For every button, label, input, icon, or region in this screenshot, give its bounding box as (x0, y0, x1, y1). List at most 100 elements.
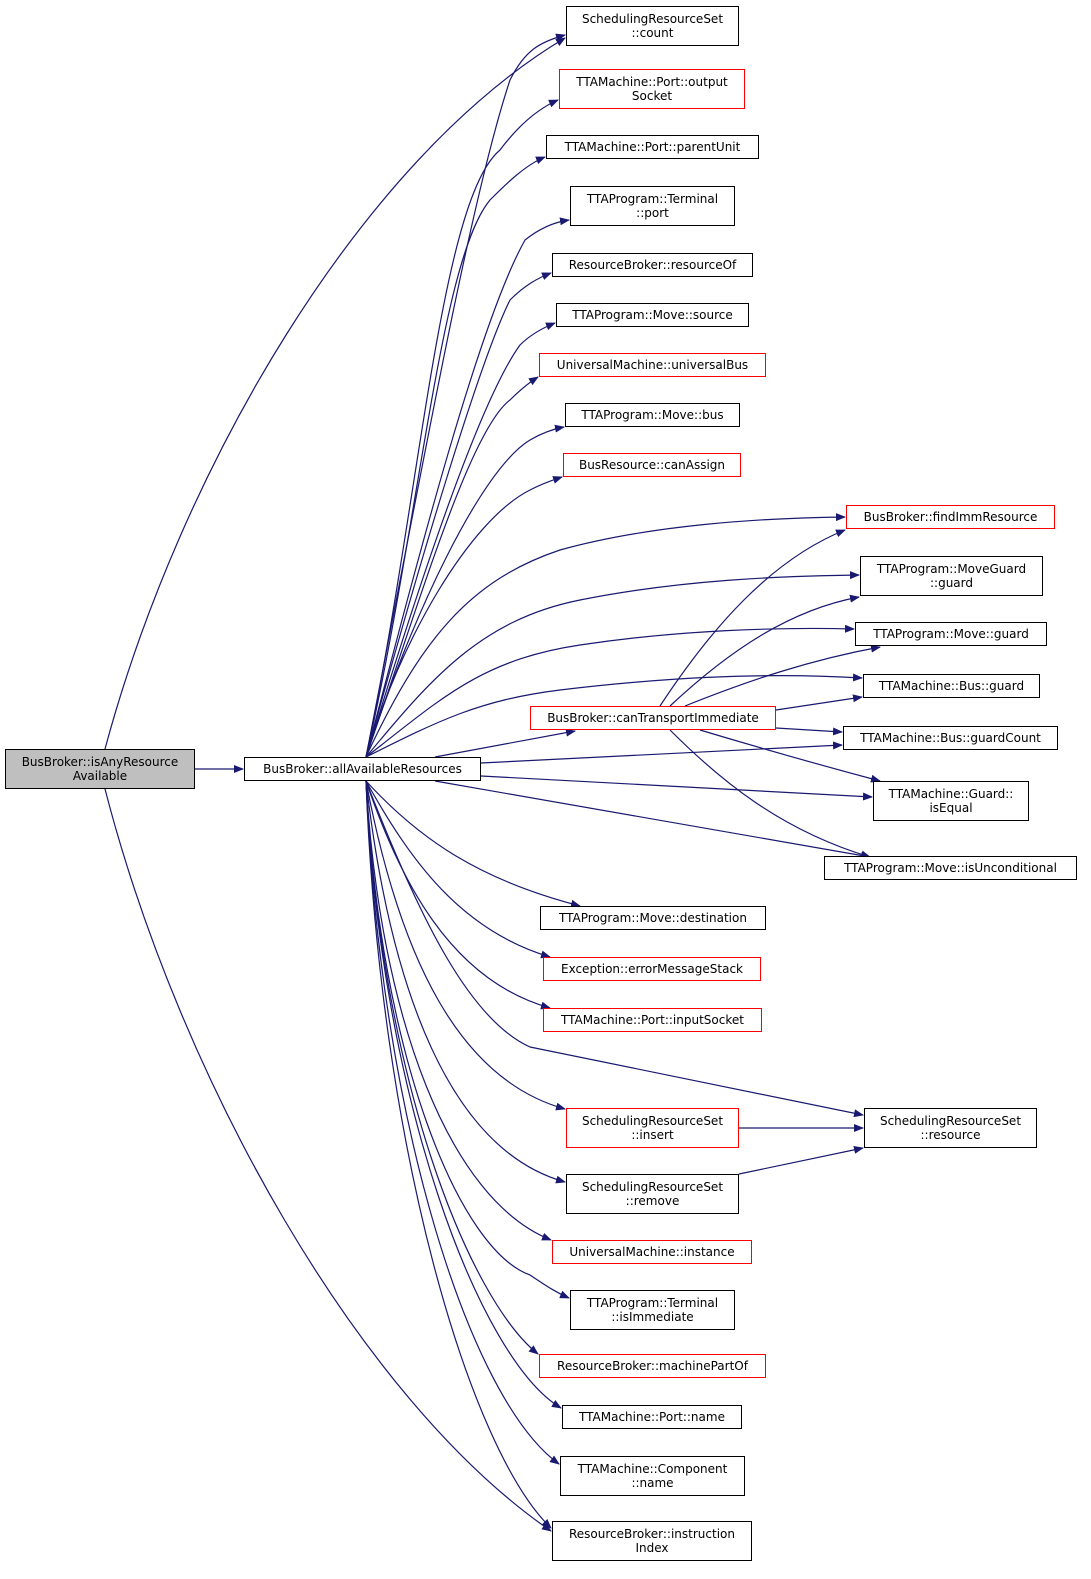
node-bbFindImm[interactable]: BusBroker::findImmResource (846, 505, 1055, 529)
node-srsResource[interactable]: SchedulingResourceSet ::resource (864, 1108, 1037, 1148)
node-label: Exception::errorMessageStack (560, 962, 743, 976)
node-label: isEqual (929, 801, 973, 815)
node-guardIsEqual[interactable]: TTAMachine::Guard:: isEqual (873, 781, 1029, 821)
node-label: TTAProgram::MoveGuard (876, 562, 1027, 576)
edge-allAvail-busResCanAssign (365, 476, 563, 758)
node-label: ::count (631, 26, 674, 40)
node-moveGuard[interactable]: TTAProgram::Move::guard (855, 622, 1047, 646)
node-portInSock[interactable]: TTAMachine::Port::inputSocket (543, 1008, 762, 1032)
node-label: ResourceBroker::machinePartOf (557, 1359, 748, 1373)
node-label: BusBroker::canTransportImmediate (547, 711, 759, 725)
edge-allAvail-rbResOf (365, 272, 552, 758)
edge-allAvail-bbCanTransImm (434, 728, 576, 758)
edge-allAvail-moveGuard (365, 624, 855, 758)
node-label: ::insert (631, 1128, 674, 1142)
node-label: TTAMachine::Port::output (576, 75, 728, 89)
node-bbCanTransImm[interactable]: BusBroker::canTransportImmediate (530, 706, 776, 730)
node-label: Available (72, 769, 128, 783)
edge-allAvail-portName (365, 780, 562, 1409)
node-label: ::remove (625, 1194, 680, 1208)
node-srsInsert[interactable]: SchedulingResourceSet ::insert (566, 1108, 739, 1148)
node-label: TTAMachine::Port::name (579, 1410, 725, 1424)
node-label: UniversalMachine::universalBus (556, 358, 749, 372)
edge-isAny-srsCount (104, 37, 566, 750)
edge-allAvail-portOutSock (365, 99, 559, 758)
node-moveIsUncond[interactable]: TTAProgram::Move::isUnconditional (824, 856, 1077, 880)
node-rbResOf[interactable]: ResourceBroker::resourceOf (552, 253, 753, 277)
node-label: TTAMachine::Bus::guard (878, 679, 1025, 693)
edge-allAvail-bbFindImm (365, 513, 846, 758)
edge-allAvail-termIsImm (365, 780, 570, 1299)
edge-allAvail-busGuardCount (480, 741, 843, 764)
edge-srsRemove-srsResource (738, 1145, 864, 1175)
node-label: BusResource::canAssign (578, 458, 726, 472)
node-moveBus[interactable]: TTAProgram::Move::bus (565, 403, 740, 427)
node-excErrStack[interactable]: Exception::errorMessageStack (543, 957, 761, 981)
edge-allAvail-busGuard (365, 673, 863, 758)
node-label: BusBroker::allAvailableResources (263, 762, 462, 776)
edge-bbCanTransImm-moveIsUncond (669, 729, 871, 859)
edge-bbCanTransImm-guardIsEqual (699, 729, 881, 783)
node-label: ::resource (920, 1128, 981, 1142)
edge-bbCanTransImm-busGuardCount (775, 727, 843, 736)
node-label: ::port (636, 206, 669, 220)
node-label: TTAProgram::Move::guard (873, 627, 1029, 641)
edge-allAvail-srsRemove (365, 780, 566, 1184)
node-rbMachPart[interactable]: ResourceBroker::machinePartOf (539, 1354, 766, 1378)
edge-allAvail-rbInstrIdx (365, 780, 552, 1529)
node-mgGuard[interactable]: TTAProgram::MoveGuard ::guard (860, 556, 1043, 596)
edge-isAny-rbInstrIdx (104, 788, 552, 1532)
edge-bbCanTransImm-bbFindImm (659, 529, 846, 707)
node-umInstance[interactable]: UniversalMachine::instance (552, 1240, 752, 1264)
node-srsRemove[interactable]: SchedulingResourceSet ::remove (566, 1174, 739, 1214)
edge-bbCanTransImm-mgGuard (669, 594, 860, 707)
node-label: TTAMachine::Guard:: (888, 787, 1014, 801)
node-portName[interactable]: TTAMachine::Port::name (562, 1405, 742, 1429)
node-portOutSock[interactable]: TTAMachine::Port::output Socket (559, 69, 745, 109)
node-label: TTAProgram::Move::isUnconditional (844, 861, 1057, 875)
edge-allAvail-termPort (365, 217, 570, 758)
edge-allAvail-moveSource (365, 322, 556, 758)
node-label: BusBroker::findImmResource (863, 510, 1038, 524)
node-moveDest[interactable]: TTAProgram::Move::destination (540, 906, 766, 930)
node-label: SchedulingResourceSet (581, 12, 724, 26)
node-umUnivBus[interactable]: UniversalMachine::universalBus (539, 353, 766, 377)
edge-allAvail-mgGuard (365, 571, 860, 758)
node-label: BusBroker::isAnyResource (21, 755, 179, 769)
edge-allAvail-moveIsUncond (434, 780, 871, 860)
node-portParent[interactable]: TTAMachine::Port::parentUnit (546, 135, 759, 159)
node-isAny[interactable]: BusBroker::isAnyResource Available (5, 749, 195, 789)
edge-allAvail-excErrStack (365, 780, 551, 959)
node-label: TTAMachine::Port::inputSocket (561, 1013, 744, 1027)
node-compName[interactable]: TTAMachine::Component ::name (560, 1456, 745, 1496)
edge-allAvail-rbMachPart (365, 780, 539, 1355)
edge-allAvail-compName (365, 780, 560, 1465)
node-label: TTAProgram::Move::source (572, 308, 733, 322)
edge-bbCanTransImm-moveGuard (684, 644, 881, 707)
node-termIsImm[interactable]: TTAProgram::Terminal ::isImmediate (570, 1290, 735, 1330)
node-label: SchedulingResourceSet (879, 1114, 1022, 1128)
node-busResCanAssign[interactable]: BusResource::canAssign (563, 453, 741, 477)
edge-allAvail-umInstance (365, 780, 552, 1241)
node-label: TTAProgram::Move::destination (559, 911, 747, 925)
node-label: ResourceBroker::resourceOf (568, 258, 737, 272)
node-label: SchedulingResourceSet (581, 1114, 724, 1128)
node-busGuardCount[interactable]: TTAMachine::Bus::guardCount (843, 726, 1058, 750)
edge-allAvail-umUnivBus (365, 376, 539, 758)
node-rbInstrIdx[interactable]: ResourceBroker::instruction Index (552, 1521, 752, 1561)
node-label: UniversalMachine::instance (569, 1245, 735, 1259)
node-termPort[interactable]: TTAProgram::Terminal ::port (570, 186, 735, 226)
edge-bbCanTransImm-busGuard (775, 694, 863, 711)
edge-allAvail-moveDest (365, 780, 581, 908)
node-label: TTAMachine::Bus::guardCount (860, 731, 1041, 745)
edge-allAvail-srsCount (365, 33, 566, 758)
node-moveSource[interactable]: TTAProgram::Move::source (556, 303, 749, 327)
node-busGuard[interactable]: TTAMachine::Bus::guard (863, 674, 1040, 698)
edge-allAvail-guardIsEqual (480, 775, 873, 801)
node-allAvail[interactable]: BusBroker::allAvailableResources (244, 757, 481, 781)
node-label: TTAProgram::Move::bus (581, 408, 724, 422)
node-label: TTAMachine::Component (577, 1462, 728, 1476)
node-label: ResourceBroker::instruction (568, 1527, 735, 1541)
node-srsCount[interactable]: SchedulingResourceSet ::count (566, 6, 739, 46)
